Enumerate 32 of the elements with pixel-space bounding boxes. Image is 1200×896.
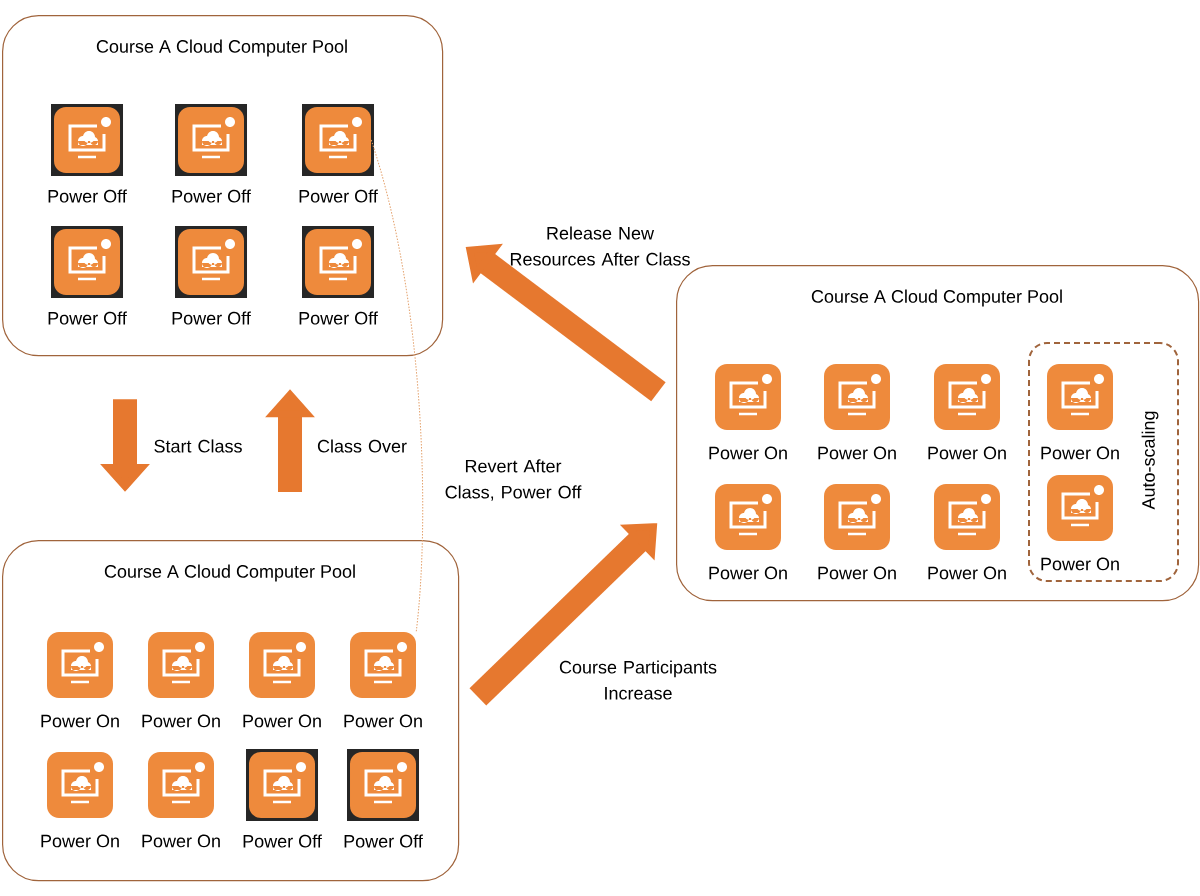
status-label: Power On xyxy=(928,446,1006,460)
dotted-line xyxy=(370,139,424,633)
status-label: Power Off xyxy=(243,834,322,848)
status-label: Power On xyxy=(928,566,1006,580)
status-label: Power On xyxy=(41,834,119,848)
status-label: Power Off xyxy=(48,311,127,325)
status-label: Power On xyxy=(142,714,220,728)
status-label: Power Off xyxy=(299,189,378,203)
pool-title: Course A Cloud Computer Pool xyxy=(811,289,1062,307)
pool-title: Course A Cloud Computer Pool xyxy=(96,39,347,57)
status-label: Power On xyxy=(243,714,321,728)
edge-label: Release New Resources After Class xyxy=(510,226,690,266)
edge-label: Start Class xyxy=(154,439,242,453)
status-label: Power On xyxy=(709,446,787,460)
edge-label: Course Participants Increase xyxy=(559,660,717,700)
status-label: Power Off xyxy=(172,311,251,325)
status-label: Power Off xyxy=(344,834,423,848)
edge-label: Class Over xyxy=(317,439,407,453)
status-label: Power On xyxy=(709,566,787,580)
status-label: Power On xyxy=(142,834,220,848)
edge-label: Revert After Class, Power Off xyxy=(445,459,582,501)
pool-title: Course A Cloud Computer Pool xyxy=(104,564,355,582)
status-label: Power On xyxy=(818,446,896,460)
status-label: Power On xyxy=(818,566,896,580)
status-label: Power On xyxy=(41,714,119,728)
group-label: Auto-scaling xyxy=(1141,411,1159,510)
status-label: Power Off xyxy=(172,189,251,203)
status-label: Power On xyxy=(344,714,422,728)
status-label: Power On xyxy=(1041,557,1119,571)
status-label: Power On xyxy=(1041,446,1119,460)
status-label: Power Off xyxy=(299,311,378,325)
status-label: Power Off xyxy=(48,189,127,203)
